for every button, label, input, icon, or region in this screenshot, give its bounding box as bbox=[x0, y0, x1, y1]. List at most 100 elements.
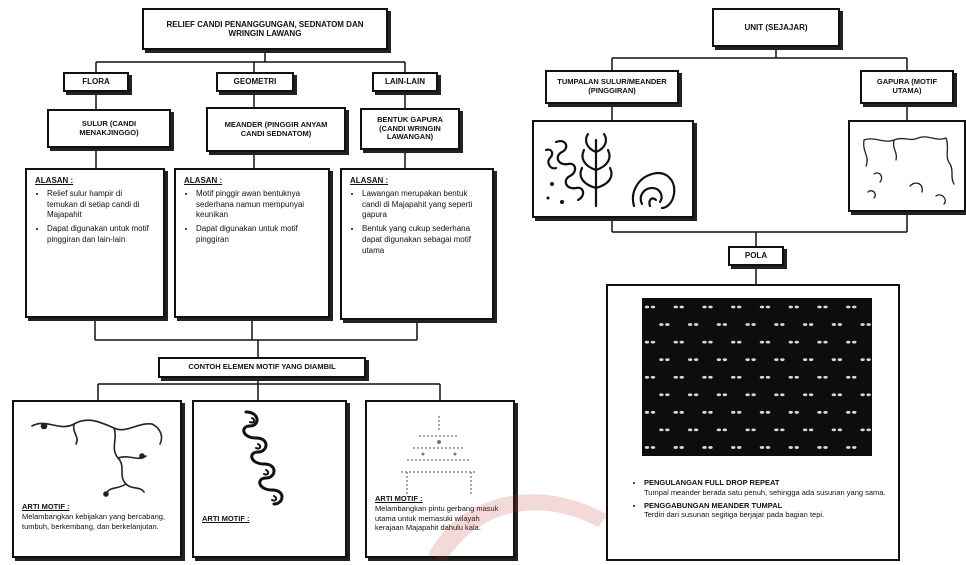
pattern-motif bbox=[644, 410, 656, 414]
example-frame-meander: ARTI MOTIF : bbox=[192, 400, 347, 558]
pattern-title-box: POLA bbox=[728, 246, 784, 266]
pattern-bullet: PENGGABUNGAN MEANDER TUMPAL Terdiri dari… bbox=[644, 501, 892, 521]
pattern-motif bbox=[687, 358, 699, 362]
bullet-title: PENGGABUNGAN MEANDER TUMPAL bbox=[644, 500, 783, 510]
bullet-text: Tumpal meander berada satu penuh, sehing… bbox=[644, 487, 886, 497]
reason-title: ALASAN : bbox=[184, 176, 223, 185]
reason-box-geometri: ALASAN : Motif pinggir awan bentuknya se… bbox=[174, 168, 330, 318]
pattern-motif bbox=[860, 393, 871, 397]
pattern-motif bbox=[716, 393, 728, 397]
pattern-motif bbox=[673, 446, 684, 449]
pattern-motif bbox=[774, 393, 785, 397]
pattern-motif bbox=[731, 305, 742, 309]
pattern-motif bbox=[774, 428, 785, 432]
pattern-motif bbox=[716, 428, 728, 432]
pattern-motif bbox=[731, 410, 742, 414]
item-meander: MEANDER (PINGGIR ANYAM CANDI SEDNATOM) bbox=[206, 107, 346, 152]
pattern-motif bbox=[716, 323, 728, 326]
main-title: RELIEF CANDI PENANGGUNGAN, SEDNATOM dan … bbox=[166, 19, 364, 38]
reason-item: Dapat digunakan untuk motif pinggiran da… bbox=[47, 224, 155, 246]
pattern-motif bbox=[846, 305, 857, 309]
pattern-motif bbox=[659, 358, 670, 362]
pattern-motif bbox=[659, 428, 670, 432]
category-geometri: GEOMETRI bbox=[216, 72, 294, 92]
tumpalan-drawing bbox=[544, 132, 676, 210]
pattern-motif bbox=[731, 446, 742, 449]
pattern-motif bbox=[788, 410, 799, 414]
item-sulur-label: SULUR (CANDI MENAKJINGGO) bbox=[79, 118, 139, 137]
pattern-motif bbox=[659, 393, 670, 397]
meander-drawing bbox=[242, 410, 284, 506]
pattern-motif bbox=[817, 305, 828, 309]
item-sulur: SULUR (CANDI MENAKJINGGO) bbox=[47, 109, 171, 148]
pattern-motif bbox=[860, 358, 871, 362]
category-geometri-label: GEOMETRI bbox=[233, 77, 277, 87]
pattern-motif bbox=[846, 375, 857, 379]
example-caption-title: ARTI MOTIF : bbox=[202, 514, 250, 523]
pattern-motif bbox=[817, 375, 828, 379]
reason-box-lain-lain: ALASAN : Lawangan merupakan bentuk candi… bbox=[340, 168, 494, 320]
pattern-motif bbox=[687, 323, 699, 326]
branch-gapura-label: GAPURA (MOTIF UTAMA) bbox=[876, 77, 938, 95]
example-caption-title: ARTI MOTIF : bbox=[375, 494, 423, 503]
pattern-motif bbox=[673, 340, 684, 344]
pattern-motif bbox=[759, 340, 771, 344]
pattern-motif bbox=[802, 428, 814, 432]
branch-tumpalan-label: TUMPALAN SULUR/MEANDER (PINGGIRAN) bbox=[557, 77, 667, 95]
pattern-motif bbox=[644, 375, 656, 379]
watermark-logo bbox=[428, 494, 608, 561]
pattern-motif bbox=[745, 428, 756, 432]
category-flora-label: FLORA bbox=[82, 77, 110, 87]
pattern-motif bbox=[831, 323, 843, 326]
category-lain-lain-label: LAIN-LAIN bbox=[385, 77, 425, 87]
repeat-pattern bbox=[642, 298, 872, 456]
gapura-image-frame bbox=[848, 120, 966, 212]
pattern-motif bbox=[788, 375, 799, 379]
pattern-motif bbox=[846, 340, 857, 344]
category-lain-lain: LAIN-LAIN bbox=[372, 72, 438, 92]
pattern-bullet: PENGULANGAN FULL DROP REPEAT Tumpal mean… bbox=[644, 478, 892, 498]
pattern-motif bbox=[831, 428, 843, 432]
pattern-motif bbox=[702, 446, 713, 449]
bullet-title: PENGULANGAN FULL DROP REPEAT bbox=[644, 478, 780, 487]
pattern-motif bbox=[846, 446, 857, 449]
pattern-motif bbox=[673, 305, 684, 309]
main-title-box: RELIEF CANDI PENANGGUNGAN, SEDNATOM dan … bbox=[142, 8, 388, 50]
pattern-motif bbox=[644, 446, 656, 449]
examples-title: CONTOH ELEMEN MOTIF YANG DIAMBIL bbox=[188, 362, 336, 372]
pattern-title: POLA bbox=[744, 251, 768, 261]
pattern-motif bbox=[745, 358, 756, 362]
pattern-bullets: PENGULANGAN FULL DROP REPEAT Tumpal mean… bbox=[630, 478, 892, 523]
pattern-motif bbox=[702, 375, 713, 379]
pattern-motif bbox=[687, 428, 699, 432]
pattern-motif bbox=[745, 323, 756, 326]
pattern-motif bbox=[802, 323, 814, 326]
branch-tumpalan: TUMPALAN SULUR/MEANDER (PINGGIRAN) bbox=[545, 70, 679, 104]
gapura-motif-drawing bbox=[863, 136, 955, 205]
example-caption-text: Melambangkan kebijakan yang bercabang, t… bbox=[22, 511, 166, 531]
bullet-text: Terdiri dari susunan segitiga berjajar p… bbox=[644, 510, 825, 520]
reason-item: Lawangan merupakan bentuk candi di Majap… bbox=[362, 189, 484, 221]
pattern-motif bbox=[759, 375, 771, 379]
pattern-motif bbox=[802, 393, 814, 397]
pattern-motif bbox=[831, 358, 843, 362]
pattern-motif bbox=[831, 393, 843, 397]
reason-item: Dapat digunakan untuk motif pinggiran bbox=[196, 224, 320, 246]
pattern-motif bbox=[745, 393, 756, 397]
pattern-motif bbox=[687, 393, 699, 397]
example-frame-gapura: ARTI MOTIF : Melambangkan pintu gerbang … bbox=[365, 400, 515, 558]
branch-gapura: GAPURA (MOTIF UTAMA) bbox=[860, 70, 954, 104]
pattern-motif bbox=[731, 375, 742, 379]
gapura-drawing bbox=[401, 416, 477, 494]
pattern-motif bbox=[802, 358, 814, 362]
pattern-motif bbox=[731, 340, 742, 344]
pattern-motif bbox=[860, 428, 871, 432]
sulur-drawing bbox=[31, 419, 163, 497]
pattern-motif bbox=[673, 410, 684, 414]
unit-title: UNIT (SEJAJAR) bbox=[744, 22, 808, 32]
pattern-motif bbox=[817, 340, 828, 344]
item-gapura-label: BENTUK GAPURA (CANDI WRINGIN LAWANGAN) bbox=[377, 115, 443, 142]
pattern-motif bbox=[759, 446, 771, 449]
pattern-motif bbox=[644, 305, 656, 309]
pattern-motif bbox=[788, 305, 799, 309]
